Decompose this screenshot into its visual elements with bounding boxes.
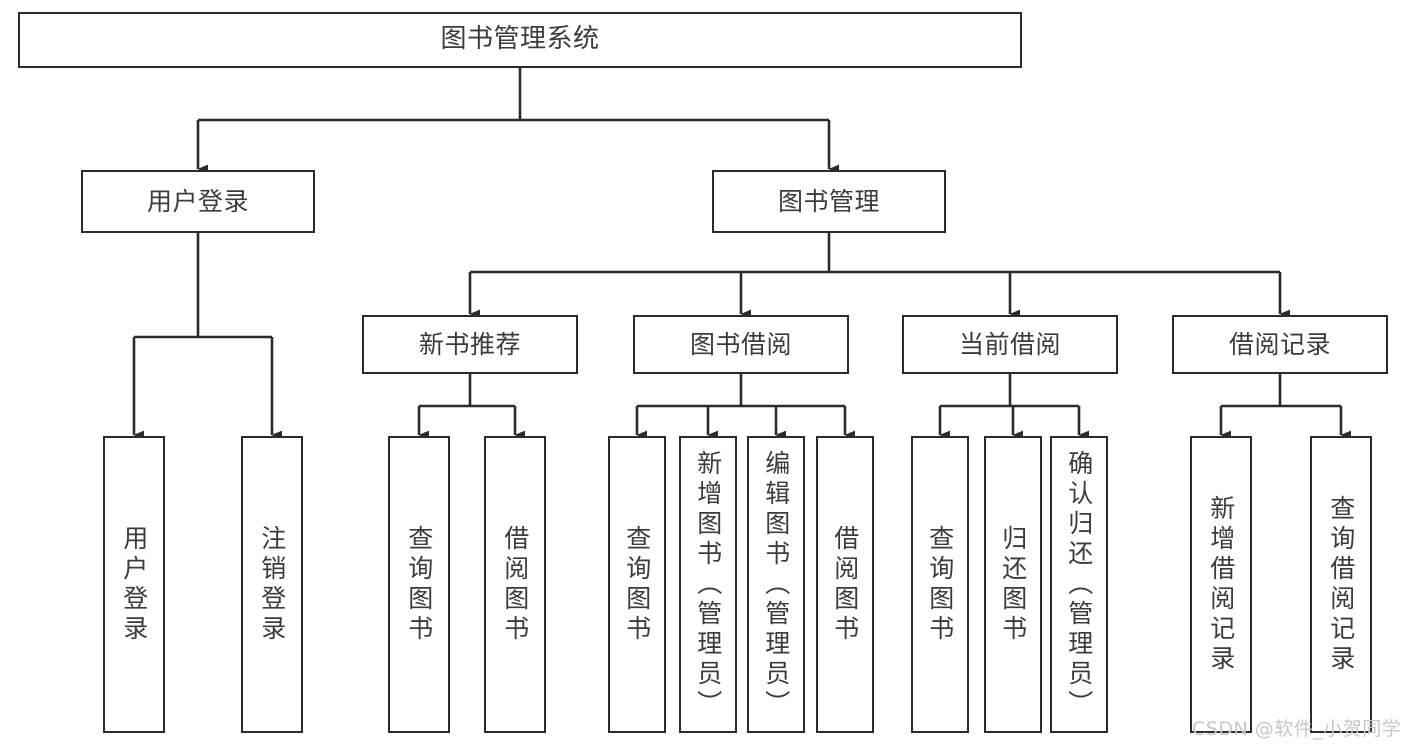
node-current[interactable]: 当前借阅 bbox=[902, 315, 1118, 374]
node-bookmgmt[interactable]: 图书管理 bbox=[712, 170, 946, 233]
node-label: 注销登录 bbox=[257, 524, 287, 645]
node-l-q1[interactable]: 查询图书 bbox=[388, 436, 450, 733]
node-l-b2[interactable]: 借阅图书 bbox=[816, 436, 874, 733]
node-label: 借阅记录 bbox=[1228, 329, 1331, 359]
node-l-confirm[interactable]: 确认归还（管理员） bbox=[1050, 436, 1108, 733]
node-label: 当前借阅 bbox=[958, 329, 1061, 359]
node-l-login[interactable]: 用户登录 bbox=[103, 436, 165, 733]
node-label: 确认归还（管理员） bbox=[1064, 449, 1094, 720]
node-l-edit[interactable]: 编辑图书（管理员） bbox=[747, 436, 805, 733]
node-label: 图书管理系统 bbox=[440, 24, 600, 55]
node-label: 借阅图书 bbox=[830, 524, 860, 645]
node-l-qrec[interactable]: 查询借阅记录 bbox=[1310, 436, 1372, 733]
node-l-q2[interactable]: 查询图书 bbox=[608, 436, 666, 733]
watermark: CSDN @软件_小贺同学 bbox=[1192, 718, 1402, 740]
node-root[interactable]: 图书管理系统 bbox=[18, 12, 1022, 68]
node-login[interactable]: 用户登录 bbox=[81, 170, 315, 233]
node-l-addrec[interactable]: 新增借阅记录 bbox=[1190, 436, 1252, 733]
node-label: 用户登录 bbox=[146, 186, 249, 216]
node-l-logout[interactable]: 注销登录 bbox=[241, 436, 303, 733]
node-borrow[interactable]: 图书借阅 bbox=[633, 315, 849, 374]
node-label: 编辑图书（管理员） bbox=[761, 449, 791, 720]
node-l-return[interactable]: 归还图书 bbox=[984, 436, 1042, 733]
node-label: 查询图书 bbox=[404, 524, 434, 645]
node-newbook[interactable]: 新书推荐 bbox=[362, 315, 578, 374]
node-label: 查询图书 bbox=[622, 524, 652, 645]
node-records[interactable]: 借阅记录 bbox=[1172, 315, 1388, 374]
node-label: 借阅图书 bbox=[500, 524, 530, 645]
node-label: 图书借阅 bbox=[689, 329, 792, 359]
node-label: 归还图书 bbox=[998, 524, 1028, 645]
node-l-q3[interactable]: 查询图书 bbox=[911, 436, 969, 733]
node-l-b1[interactable]: 借阅图书 bbox=[484, 436, 546, 733]
node-label: 用户登录 bbox=[119, 524, 149, 645]
node-l-add[interactable]: 新增图书（管理员） bbox=[679, 436, 737, 733]
node-label: 图书管理 bbox=[777, 186, 880, 216]
node-label: 新书推荐 bbox=[418, 329, 521, 359]
node-label: 查询借阅记录 bbox=[1326, 494, 1356, 675]
node-label: 新增图书（管理员） bbox=[693, 449, 723, 720]
node-label: 新增借阅记录 bbox=[1206, 494, 1236, 675]
node-label: 查询图书 bbox=[925, 524, 955, 645]
